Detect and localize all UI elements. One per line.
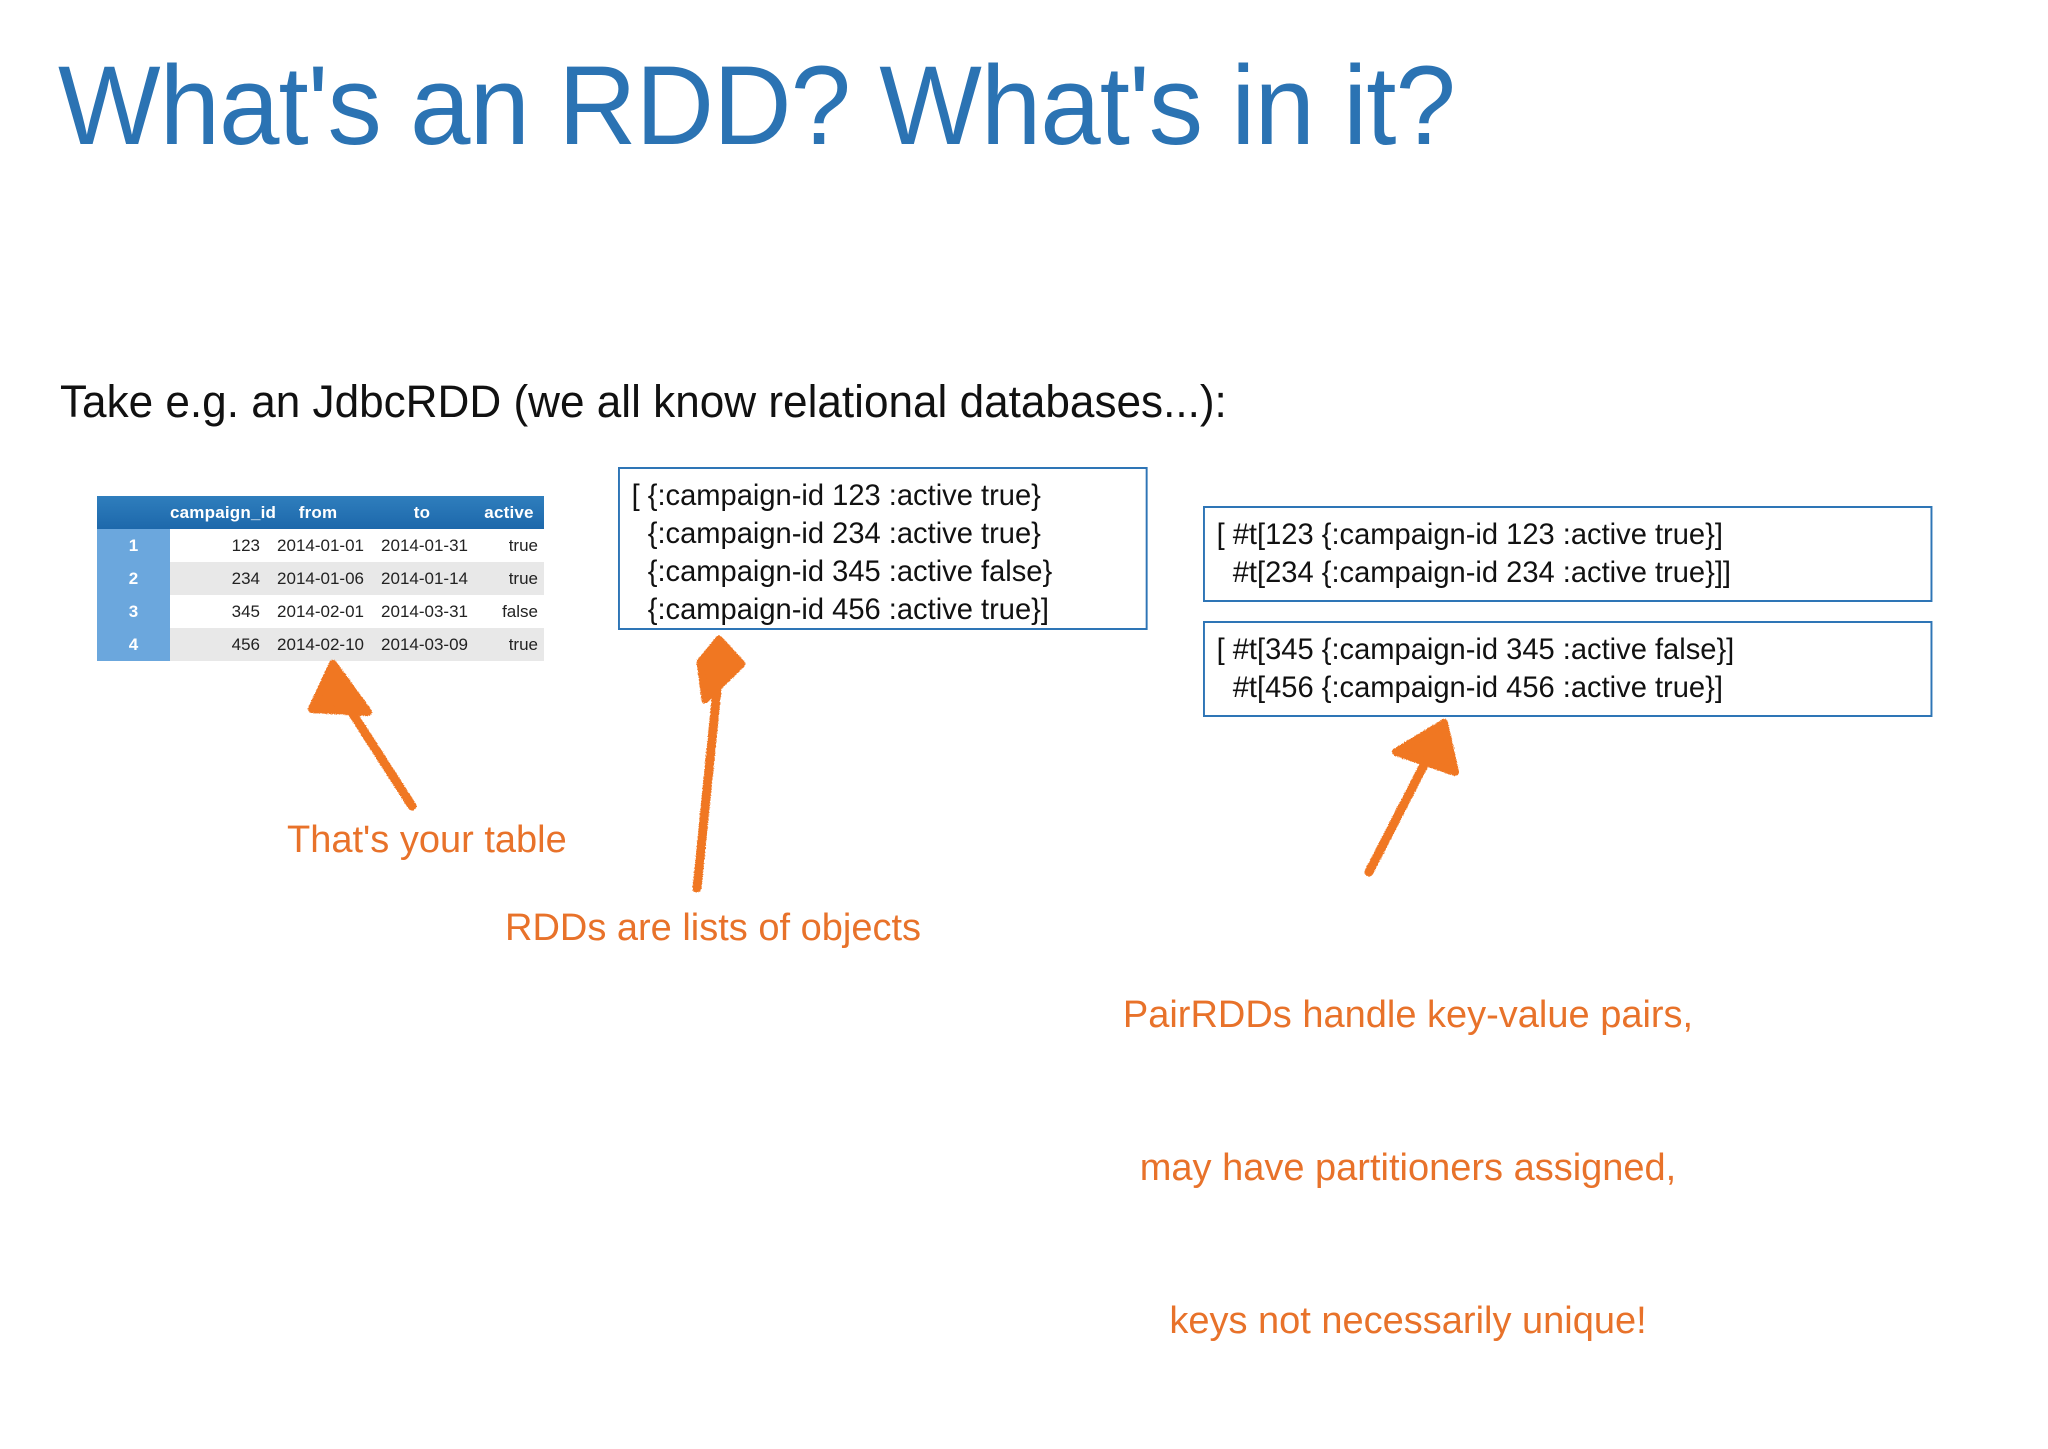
pairrdd-partition-one-code-box: [ #t[123 {:campaign-id 123 :active true}… — [1203, 506, 1933, 602]
row-index: 3 — [97, 595, 170, 628]
row-index: 1 — [97, 529, 170, 562]
cell-from: 2014-02-10 — [266, 628, 370, 661]
annotation-rdds: RDDs are lists of objects — [505, 907, 922, 949]
cell-active: true — [474, 562, 544, 595]
cell-campaign-id: 234 — [170, 562, 266, 595]
table-header-from: from — [266, 496, 370, 529]
annotation-pairrdds: PairRDDs handle key-value pairs, may hav… — [1108, 888, 1708, 1449]
cell-from: 2014-01-06 — [266, 562, 370, 595]
cell-active: false — [474, 595, 544, 628]
cell-campaign-id: 456 — [170, 628, 266, 661]
arrow-to-table-icon — [308, 660, 417, 811]
cell-to: 2014-03-09 — [370, 628, 474, 661]
table-header-row: campaign_id from to active — [97, 496, 544, 529]
relational-table: campaign_id from to active 1 123 2014-01… — [97, 496, 544, 661]
annotation-table: That's your table — [287, 819, 567, 861]
cell-to: 2014-01-31 — [370, 529, 474, 562]
table-row: 3 345 2014-02-01 2014-03-31 false — [97, 595, 544, 628]
cell-from: 2014-02-01 — [266, 595, 370, 628]
table-row: 4 456 2014-02-10 2014-03-09 true — [97, 628, 544, 661]
table-row: 2 234 2014-01-06 2014-01-14 true — [97, 562, 544, 595]
table-header-to: to — [370, 496, 474, 529]
table-header-index — [97, 496, 170, 529]
cell-from: 2014-01-01 — [266, 529, 370, 562]
cell-to: 2014-01-14 — [370, 562, 474, 595]
page-title: What's an RDD? What's in it? — [58, 43, 1456, 168]
slide-canvas: What's an RDD? What's in it? Take e.g. a… — [58, 43, 1933, 1342]
annotation-pairrdds-line-3: keys not necessarily unique! — [1169, 1300, 1647, 1342]
subtitle-text: Take e.g. an JdbcRDD (we all know relati… — [60, 376, 1227, 427]
arrow-to-pairrdd-box-icon — [1364, 719, 1459, 877]
table-header: campaign_id from to active — [97, 496, 544, 529]
cell-campaign-id: 123 — [170, 529, 266, 562]
rdd-code-box: [ {:campaign-id 123 :active true} {:camp… — [618, 467, 1148, 630]
cell-active: true — [474, 529, 544, 562]
row-index: 4 — [97, 628, 170, 661]
pairrdd-partition-two-code-box: [ #t[345 {:campaign-id 345 :active false… — [1203, 621, 1933, 717]
table-body: 1 123 2014-01-01 2014-01-31 true 2 234 2… — [97, 529, 544, 661]
cell-to: 2014-03-31 — [370, 595, 474, 628]
table-row: 1 123 2014-01-01 2014-01-31 true — [97, 529, 544, 562]
cell-active: true — [474, 628, 544, 661]
table-header-active: active — [474, 496, 544, 529]
table-header-campaign-id: campaign_id — [170, 496, 276, 529]
annotation-pairrdds-line-2: may have partitioners assigned, — [1139, 1147, 1677, 1189]
arrow-to-rdd-box-icon — [692, 635, 746, 893]
annotation-pairrdds-line-1: PairRDDs handle key-value pairs, — [1122, 994, 1694, 1036]
row-index: 2 — [97, 562, 170, 595]
cell-campaign-id: 345 — [170, 595, 266, 628]
